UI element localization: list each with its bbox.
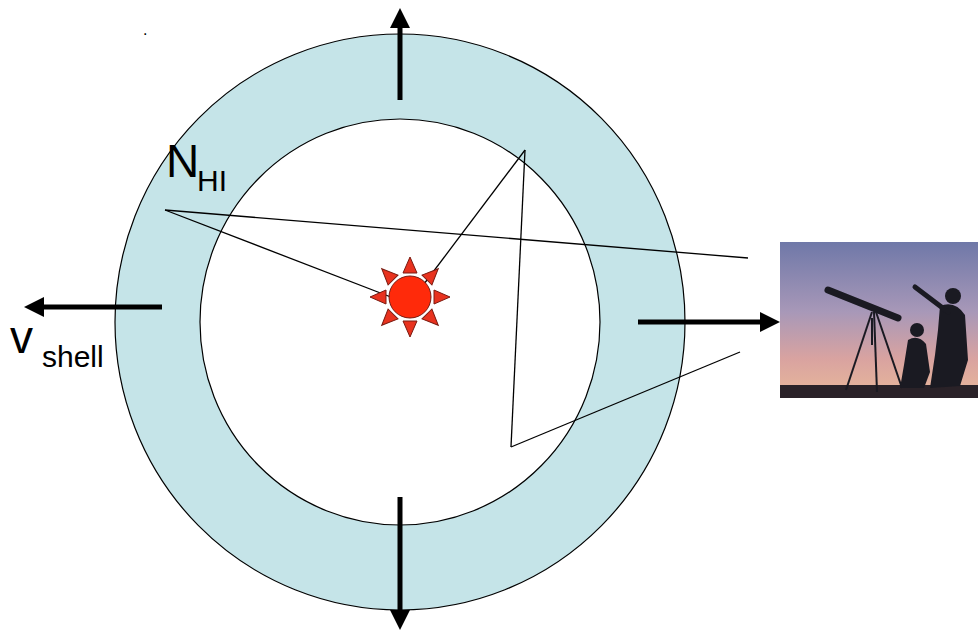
- velocity-subscript: shell: [42, 342, 104, 372]
- photon-path: [511, 352, 740, 447]
- photon-path: [165, 210, 748, 258]
- photon-path: [424, 150, 525, 284]
- star-symbol: [370, 257, 450, 337]
- photon-paths: [165, 150, 748, 447]
- column-density-symbol: N: [166, 138, 199, 184]
- photon-path: [165, 210, 396, 299]
- observer-photo: [780, 242, 978, 398]
- inner-cavity: [200, 119, 600, 525]
- velocity-arrows: [24, 8, 780, 630]
- velocity-symbol: v: [10, 314, 33, 360]
- column-density-subscript: HI: [197, 166, 227, 196]
- stray-mark: .: [143, 22, 147, 38]
- photon-path: [511, 150, 525, 447]
